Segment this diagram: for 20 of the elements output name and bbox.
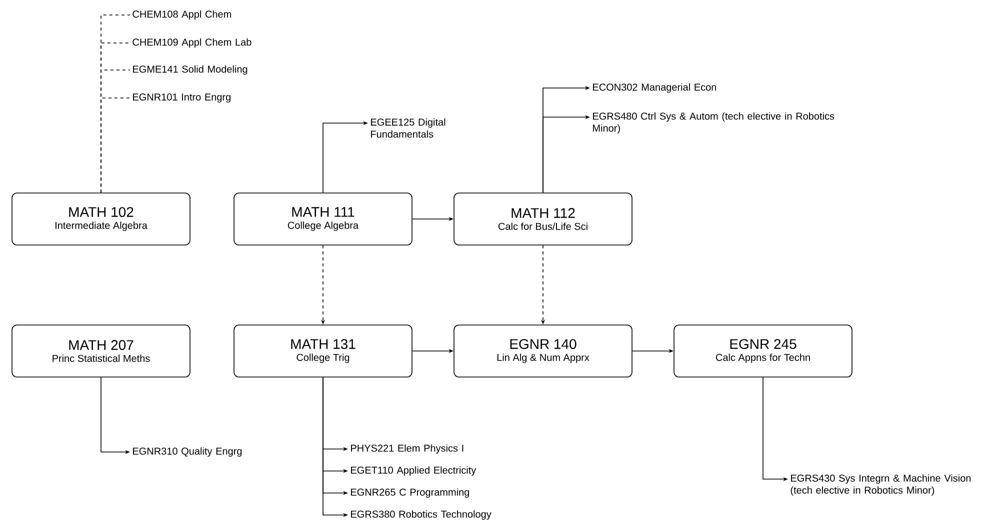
course-box: MATH 131 College Trig	[234, 324, 412, 378]
course-box: EGNR 245 Calc Appns for Techn	[674, 324, 852, 378]
course-box: EGNR 140 Lin Alg & Num Apprx	[454, 324, 632, 378]
course-label: CHEM109 Appl Chem Lab	[132, 38, 252, 48]
course-label: EGRS430 Sys Integrn & Machine Vision (tech elective in Robotics Minor)	[790, 474, 971, 496]
course-box: MATH 111 College Algebra	[234, 192, 412, 246]
course-label: CHEM108 Appl Chem	[132, 10, 231, 20]
course-label: PHYS221 Elem Physics I	[351, 444, 464, 454]
course-label: EGRS380 Robotics Technology	[351, 510, 492, 520]
course-label: EGNR310 Quality Engrg	[133, 447, 242, 457]
course-label: EGRS480 Ctrl Sys & Autom (tech elective in Robotics Minor)	[593, 112, 834, 134]
course-label: EGNR101 Intro Engrg	[133, 93, 230, 103]
course-label: EGME141 Solid Modeling	[133, 65, 248, 75]
course-box: MATH 207 Princ Statistical Meths	[12, 324, 190, 378]
course-label: EGET110 Applied Electricity	[351, 466, 476, 476]
course-box: MATH 112 Calc for Bus/Life Sci	[454, 192, 632, 246]
course-label: EGEE125 Digital Fundamentals	[371, 118, 446, 138]
course-label: ECON302 Managerial Econ	[593, 83, 716, 93]
course-label: EGNR265 C Programming	[351, 488, 470, 498]
course-box: MATH 102 Intermediate Algebra	[12, 192, 190, 246]
